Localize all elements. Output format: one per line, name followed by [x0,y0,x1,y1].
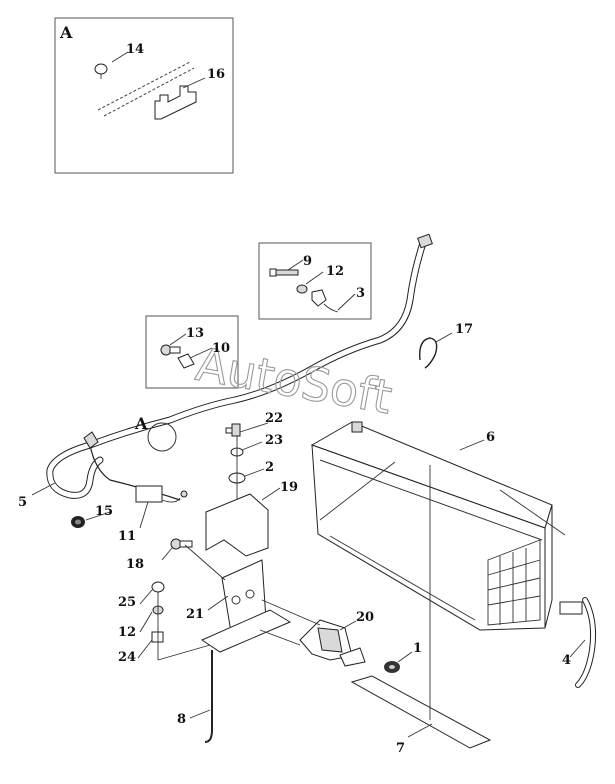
label-part-22: 22 [265,411,283,426]
label-part-21: 21 [186,607,204,622]
nut-part-24 [151,631,164,643]
label-part-12-bottom: 12 [118,625,136,640]
clip-part-17 [419,337,438,369]
label-part-7: 7 [396,741,405,756]
callout-a-circle [147,422,177,452]
bracket-part-16 [154,85,197,120]
label-part-19: 19 [280,480,298,495]
label-part-20: 20 [356,610,374,625]
cover-part-19 [205,493,269,557]
clamp-part-20 [299,619,366,667]
label-part-15: 15 [95,504,113,519]
washer-part-12-top [296,284,308,294]
label-part-2: 2 [265,460,274,475]
label-part-23: 23 [265,433,283,448]
label-part-11: 11 [118,529,136,544]
label-part-8: 8 [177,712,186,727]
bolt-part-18 [170,538,193,550]
label-part-3: 3 [356,286,365,301]
terminal-clip [311,289,327,307]
label-part-10: 10 [212,341,230,356]
label-part-18: 18 [126,557,144,572]
label-part-12-top: 12 [326,264,344,279]
bolt-part-22 [225,423,241,437]
leader-lines [31,332,586,738]
label-part-9: 9 [303,254,312,269]
label-part-1: 1 [413,641,422,656]
connector-part-11 [135,485,188,503]
label-part-6: 6 [486,430,495,445]
grommet-part-15 [71,516,85,528]
part-labels: 14 16 9 12 3 13 10 17 22 23 6 2 19 5 15 … [18,42,571,756]
label-part-14: 14 [126,42,144,57]
rod-part-8 [204,650,213,743]
inset-detail-a: A [54,17,234,174]
label-part-25: 25 [118,595,136,610]
base-plate [200,609,292,653]
nut-part-25 [151,581,165,593]
wiring-harness [46,233,433,501]
label-part-16: 16 [207,67,225,82]
nut-part-1 [384,661,400,673]
label-part-5: 5 [18,495,27,510]
label-part-13: 13 [186,326,204,341]
label-part-17: 17 [455,322,473,337]
label-part-24: 24 [118,650,136,665]
callout-a-label: A [134,414,148,433]
bolt-part-13 [160,344,181,356]
battery-part-6 [310,421,553,631]
clip-part-10 [177,353,195,369]
bolt-part-9 [269,268,299,277]
hold-down-plate-part-7 [350,675,492,749]
clip-part-14 [94,63,108,75]
cable-part-4 [559,597,597,688]
label-part-4: 4 [562,653,571,668]
inset-label: A [59,23,73,42]
